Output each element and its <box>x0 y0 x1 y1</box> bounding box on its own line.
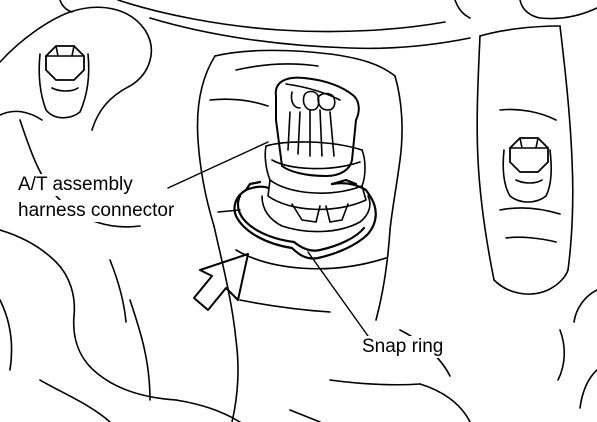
snap-ring-label: Snap ring <box>360 336 446 358</box>
hex-bolt-left <box>38 45 90 119</box>
leader-lines <box>167 141 369 337</box>
harness-connector <box>261 76 371 233</box>
harness-connector-label-line1: A/T assembly <box>16 174 135 196</box>
hex-bolt-right <box>502 137 552 203</box>
snap-ring <box>233 178 377 260</box>
harness-connector-label-line2: harness connector <box>16 200 177 222</box>
direction-arrow-icon <box>193 253 249 311</box>
